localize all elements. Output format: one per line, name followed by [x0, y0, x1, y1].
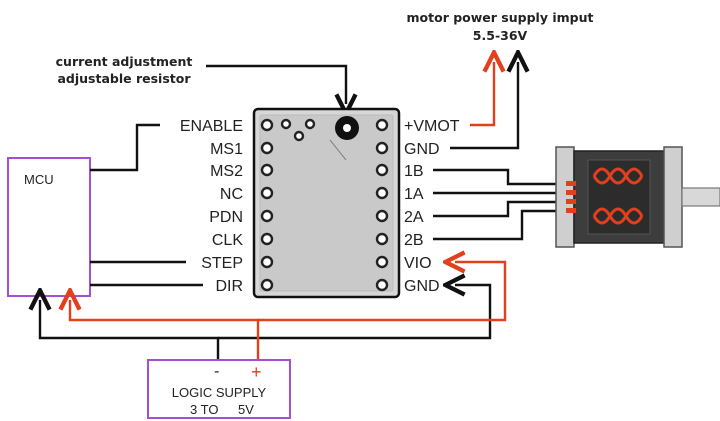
logic-supply-minus: -	[214, 363, 219, 380]
current-adjust-label: current adjustment	[56, 54, 193, 69]
driver-left-pins	[260, 118, 274, 292]
logic-supply-box	[147, 359, 291, 419]
pin-ms2: MS2	[210, 163, 243, 180]
current-adjust-pointer	[206, 64, 346, 104]
pin-vmot: +VMOT	[404, 118, 460, 135]
motor-coil-1	[592, 167, 644, 180]
pin-1b: 1B	[404, 163, 424, 180]
logic-supply-label: LOGIC SUPPLY	[172, 385, 267, 400]
pin-step: STEP	[201, 255, 243, 272]
pin-gnd-motor: GND	[404, 141, 440, 158]
pin-2b: 2B	[404, 232, 424, 249]
motor-coil-2	[592, 207, 644, 220]
logic-supply-plus: +	[251, 362, 262, 382]
wire-2b	[433, 209, 570, 241]
pin-dir: DIR	[215, 278, 243, 295]
pin-nc: NC	[220, 186, 243, 203]
driver-right-pins	[375, 118, 389, 292]
pin-clk: CLK	[212, 232, 243, 249]
mcu-label: MCU	[24, 172, 54, 187]
wire-vmot	[470, 62, 494, 127]
pin-2a: 2A	[404, 209, 424, 226]
pin-vio: VIO	[404, 255, 432, 272]
current-adjust-sublabel: adjustable resistor	[57, 71, 191, 86]
wire-1b	[433, 168, 570, 186]
wire-logic-vio-bus	[70, 300, 260, 360]
logic-supply-voltage: 5V	[238, 402, 254, 417]
wire-enable	[90, 123, 160, 172]
pin-enable: ENABLE	[180, 118, 243, 135]
stepper-motor	[555, 146, 720, 248]
pin-1a: 1A	[404, 186, 424, 203]
wire-2a	[433, 200, 570, 218]
wire-logic-gnd-bus	[40, 300, 220, 360]
wire-motor-gnd	[450, 62, 518, 150]
mcu-box	[7, 157, 91, 297]
pin-gnd-logic: GND	[404, 278, 440, 295]
pin-ms1: MS1	[210, 141, 243, 158]
logic-supply-range: 3 TO	[190, 402, 218, 417]
motor-supply-label: motor power supply imput	[407, 10, 594, 25]
motor-supply-voltage: 5.5-36V	[473, 28, 528, 43]
pin-pdn: PDN	[209, 209, 243, 226]
